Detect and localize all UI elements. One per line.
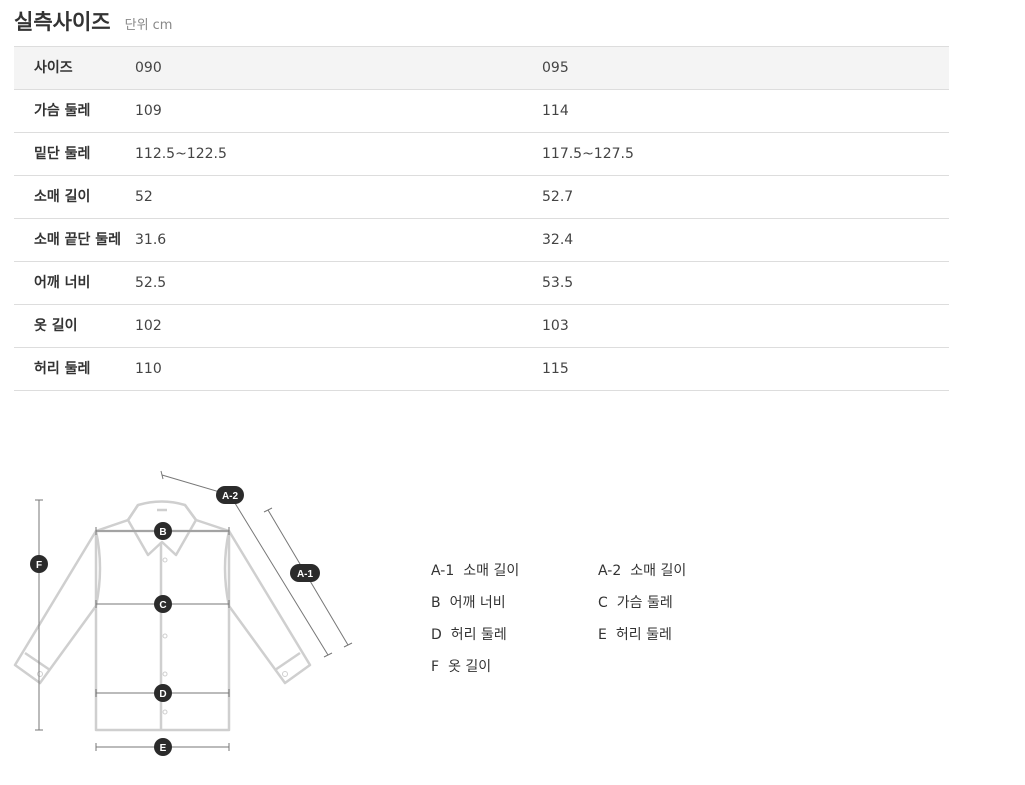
table-row: 밑단 둘레 112.5~122.5 117.5~127.5 — [14, 133, 949, 176]
cell: 110 — [135, 361, 162, 377]
svg-text:A-1: A-1 — [297, 569, 314, 580]
row-label: 소매 길이 — [34, 189, 91, 205]
section-header: 실측사이즈 단위 cm — [14, 6, 172, 36]
cell: 103 — [542, 318, 569, 334]
table-row: 허리 둘레 110 115 — [14, 348, 949, 391]
cell: 112.5~122.5 — [135, 146, 227, 162]
svg-text:D: D — [159, 689, 166, 700]
shirt-measurement-diagram: A-2 A-1 B C D E F — [13, 470, 353, 756]
row-label: 어깨 너비 — [34, 275, 91, 291]
cell: 117.5~127.5 — [542, 146, 634, 162]
marker-f: F — [30, 555, 48, 573]
cell: 52.7 — [542, 189, 574, 205]
row-label: 사이즈 — [34, 60, 73, 76]
table-row: 옷 길이 102 103 — [14, 305, 949, 348]
row-label: 허리 둘레 — [34, 361, 91, 377]
row-label: 밑단 둘레 — [34, 146, 91, 162]
cell: 53.5 — [542, 275, 574, 291]
table-header-row: 사이즈 090 095 — [14, 46, 949, 90]
marker-c: C — [154, 595, 172, 613]
svg-text:A-2: A-2 — [222, 491, 239, 502]
dimension-lines — [35, 470, 353, 751]
cell: 115 — [542, 361, 569, 377]
cell: 31.6 — [135, 232, 167, 248]
page-title: 실측사이즈 — [14, 10, 111, 34]
marker-b: B — [154, 522, 172, 540]
marker-e: E — [154, 738, 172, 756]
row-label: 소매 끝단 둘레 — [34, 232, 122, 248]
cell: 114 — [542, 103, 569, 119]
marker-a1: A-1 — [290, 564, 320, 582]
marker-a2: A-2 — [216, 486, 244, 504]
row-label: 옷 길이 — [34, 318, 78, 334]
row-label: 가슴 둘레 — [34, 103, 91, 119]
svg-text:C: C — [159, 600, 166, 611]
cell: 102 — [135, 318, 162, 334]
svg-text:B: B — [159, 527, 166, 538]
size-table: 사이즈 090 095 가슴 둘레 109 114 밑단 둘레 112.5~122.5… — [14, 46, 949, 391]
unit-label: 단위 cm — [124, 18, 173, 33]
size-095: 095 — [542, 60, 569, 76]
marker-d: D — [154, 684, 172, 702]
table-row: 어깨 너비 52.5 53.5 — [14, 262, 949, 305]
size-090: 090 — [135, 60, 162, 76]
table-row: 소매 길이 52 52.7 — [14, 176, 949, 219]
svg-text:E: E — [160, 743, 167, 754]
cell: 109 — [135, 103, 162, 119]
cell: 52.5 — [135, 275, 167, 291]
table-row: 소매 끝단 둘레 31.6 32.4 — [14, 219, 949, 262]
svg-text:F: F — [36, 560, 42, 571]
table-row: 가슴 둘레 109 114 — [14, 90, 949, 133]
cell: 32.4 — [542, 232, 574, 248]
cell: 52 — [135, 189, 153, 205]
